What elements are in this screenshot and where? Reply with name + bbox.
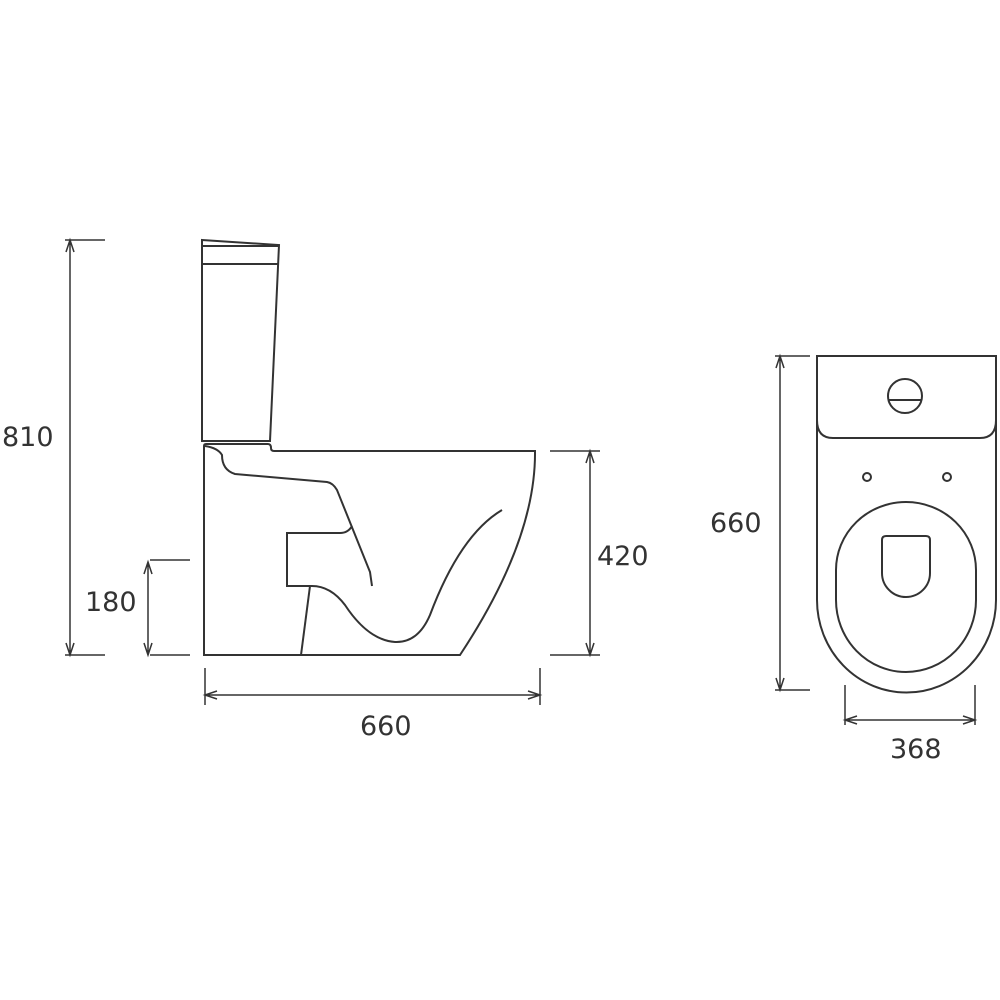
seat-outline	[835, 501, 977, 673]
dimension-overall-height: 810	[2, 422, 54, 453]
seat-hinge-hole	[862, 472, 872, 482]
outlet-spigot	[286, 525, 353, 587]
bowl-opening	[881, 535, 931, 598]
dimension-lines	[65, 237, 978, 725]
cistern-top-edge	[816, 419, 997, 439]
trap-curve	[309, 509, 503, 644]
seat-hinge-hole	[942, 472, 952, 482]
pan-side-outline	[203, 443, 537, 656]
dimension-top-length: 660	[710, 508, 762, 539]
dimension-top-width: 368	[890, 734, 942, 765]
flush-channel	[204, 445, 373, 587]
side-view	[201, 238, 537, 656]
dimension-outlet-height: 180	[85, 587, 137, 618]
cistern-side	[201, 238, 281, 442]
dimension-seat-height: 420	[597, 541, 649, 572]
flush-button-icon	[887, 378, 923, 414]
outlet-line	[300, 585, 311, 656]
dimension-projection: 660	[360, 711, 412, 742]
pan-top-outline	[816, 355, 997, 694]
top-view	[816, 355, 997, 694]
